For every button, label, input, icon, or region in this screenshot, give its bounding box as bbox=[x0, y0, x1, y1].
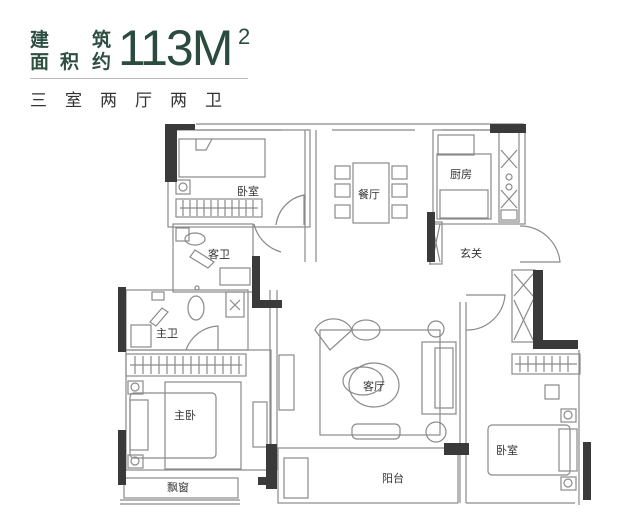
area-label-char: 建 bbox=[30, 29, 50, 51]
area-label-char: 筑 bbox=[92, 29, 112, 51]
area-value: 113M bbox=[118, 20, 233, 76]
header-divider bbox=[30, 78, 248, 79]
room-label-master-bath: 主卫 bbox=[156, 327, 178, 340]
plan-header: 建 筑 面 积 约 113M 2 三室两厅两卫 bbox=[0, 0, 260, 111]
area-label-char: 积 bbox=[60, 51, 80, 73]
room-label-bedroom-south: 卧室 bbox=[496, 443, 518, 457]
layout-summary: 三室两厅两卫 bbox=[30, 91, 240, 111]
room-label-kitchen: 厨房 bbox=[450, 168, 472, 181]
room-label-living: 客厅 bbox=[363, 379, 385, 393]
area-unit-power: 2 bbox=[238, 24, 251, 49]
room-label-bedroom-north: 卧室 bbox=[237, 184, 259, 198]
room-label-entrance: 玄关 bbox=[460, 246, 482, 260]
room-label-bay-window: 飘窗 bbox=[167, 480, 189, 494]
room-label-dining: 餐厅 bbox=[358, 187, 380, 201]
area-label-char: 约 bbox=[92, 51, 112, 73]
room-label-master-bedroom: 主卧 bbox=[174, 409, 196, 422]
area-label-char: 面 bbox=[30, 51, 50, 73]
room-label-balcony: 阳台 bbox=[382, 471, 404, 485]
room-label-guest-bath: 客卫 bbox=[208, 247, 230, 261]
